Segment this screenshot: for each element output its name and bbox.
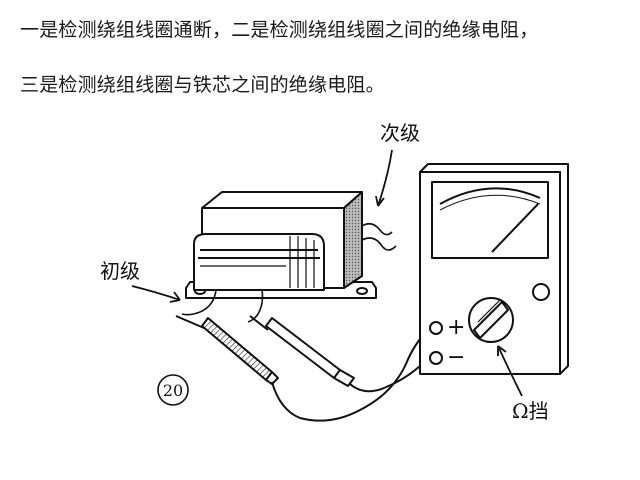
transformer-core-side bbox=[343, 191, 363, 289]
figure-number: 20 bbox=[163, 381, 183, 400]
primary-lead-wire-1 bbox=[181, 289, 217, 316]
label-primary-winding: 初级 bbox=[100, 259, 140, 283]
meter-scale-arc bbox=[439, 187, 541, 205]
multimeter bbox=[419, 163, 569, 375]
figure-number-badge: 20 bbox=[157, 374, 189, 406]
transformer-core-top bbox=[201, 191, 363, 209]
label-secondary-winding: 次级 bbox=[380, 121, 420, 145]
primary-callout-arrow bbox=[131, 285, 181, 301]
test-lead-left bbox=[271, 329, 429, 422]
probe-left bbox=[175, 315, 279, 385]
secondary-lead-wire-2 bbox=[361, 237, 397, 251]
terminal-plus-jack bbox=[429, 321, 443, 335]
meter-needle bbox=[491, 203, 539, 253]
description-line-1: 一是检测绕组线圈通断，二是检测绕组线圈之间的绝缘电阻， bbox=[20, 19, 539, 41]
transformer bbox=[181, 191, 397, 323]
probe-right bbox=[249, 315, 355, 387]
terminal-minus-sign: − bbox=[447, 345, 465, 370]
adjust-knob bbox=[532, 283, 550, 301]
transformer-coil bbox=[193, 233, 325, 291]
terminal-minus-jack bbox=[429, 351, 443, 365]
label-ohm-range: Ω挡 bbox=[512, 399, 549, 423]
description-line-2: 三是检测绕组线圈与铁芯之间的绝缘电阻。 bbox=[20, 74, 385, 96]
ohm-range-callout-arrow bbox=[497, 345, 523, 397]
primary-lead-wire-2 bbox=[247, 289, 264, 323]
secondary-lead-wire-1 bbox=[361, 222, 393, 236]
range-selector-knob bbox=[468, 297, 514, 343]
secondary-callout-arrow bbox=[377, 149, 393, 207]
terminal-plus-sign: + bbox=[447, 315, 465, 340]
